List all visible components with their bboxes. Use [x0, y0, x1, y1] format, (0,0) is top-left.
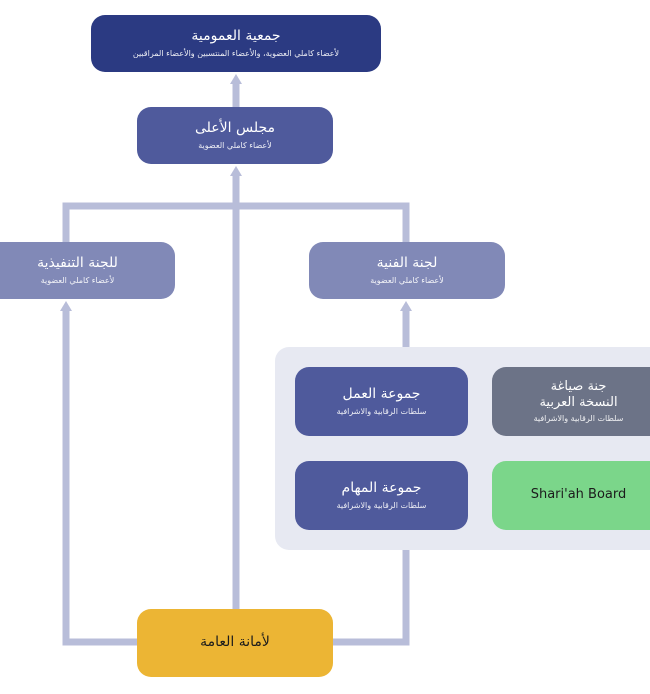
connector-secretariat-to-exec	[62, 311, 137, 646]
node-task-group: جموعة المهام سلطات الرقابية والاشرافية	[295, 461, 468, 530]
node-drafting-committee: جنة صياغة النسخة العربية سلطات الرقابية …	[492, 367, 650, 436]
node-sharia-board: Shari'ah Board	[492, 461, 650, 530]
arrowhead-assembly	[230, 74, 242, 84]
node-technical-committee-subtitle: لأعضاء كاملي العضوية	[370, 276, 444, 286]
connector-council-branch	[62, 202, 410, 242]
node-general-secretariat: لأمانة العامة	[137, 609, 333, 677]
node-drafting-committee-subtitle: سلطات الرقابية والاشرافية	[533, 414, 624, 424]
node-general-assembly-subtitle: لأعضاء كاملي العضوية، والأعضاء المنتسبين…	[132, 49, 340, 59]
node-higher-council-title: مجلس الأعلى	[195, 119, 276, 136]
arrowhead-exec	[60, 301, 72, 311]
node-higher-council-subtitle: لأعضاء كاملي العضوية	[198, 141, 272, 151]
node-technical-committee-title: لجنة الفنية	[376, 254, 438, 271]
node-general-assembly: جمعية العمومية لأعضاء كاملي العضوية، وال…	[91, 15, 381, 72]
node-drafting-committee-title-line1: جنة صياغة	[550, 378, 607, 394]
node-executive-committee-subtitle: لأعضاء كاملي العضوية	[40, 276, 115, 286]
connector-secretariat-to-group	[333, 550, 410, 646]
node-technical-committee: لجنة الفنية لأعضاء كاملي العضوية	[309, 242, 505, 299]
node-task-group-title: جموعة المهام	[341, 479, 422, 496]
node-general-assembly-title: جمعية العمومية	[191, 27, 281, 44]
arrowhead-council	[230, 166, 242, 176]
arrowhead-tech	[400, 301, 412, 311]
node-working-group-title: جموعة العمل	[342, 385, 421, 402]
node-general-secretariat-title: لأمانة العامة	[200, 634, 270, 651]
node-executive-committee-title: للجنة التنفيذية	[37, 254, 118, 271]
node-drafting-committee-title-line2: النسخة العربية	[539, 394, 618, 410]
node-higher-council: مجلس الأعلى لأعضاء كاملي العضوية	[137, 107, 333, 164]
node-executive-committee: للجنة التنفيذية لأعضاء كاملي العضوية	[0, 242, 175, 299]
node-working-group: جموعة العمل سلطات الرقابية والاشرافية	[295, 367, 468, 436]
node-task-group-subtitle: سلطات الرقابية والاشرافية	[336, 501, 427, 511]
node-sharia-board-title: Shari'ah Board	[530, 487, 627, 503]
node-working-group-subtitle: سلطات الرقابية والاشرافية	[336, 407, 427, 417]
